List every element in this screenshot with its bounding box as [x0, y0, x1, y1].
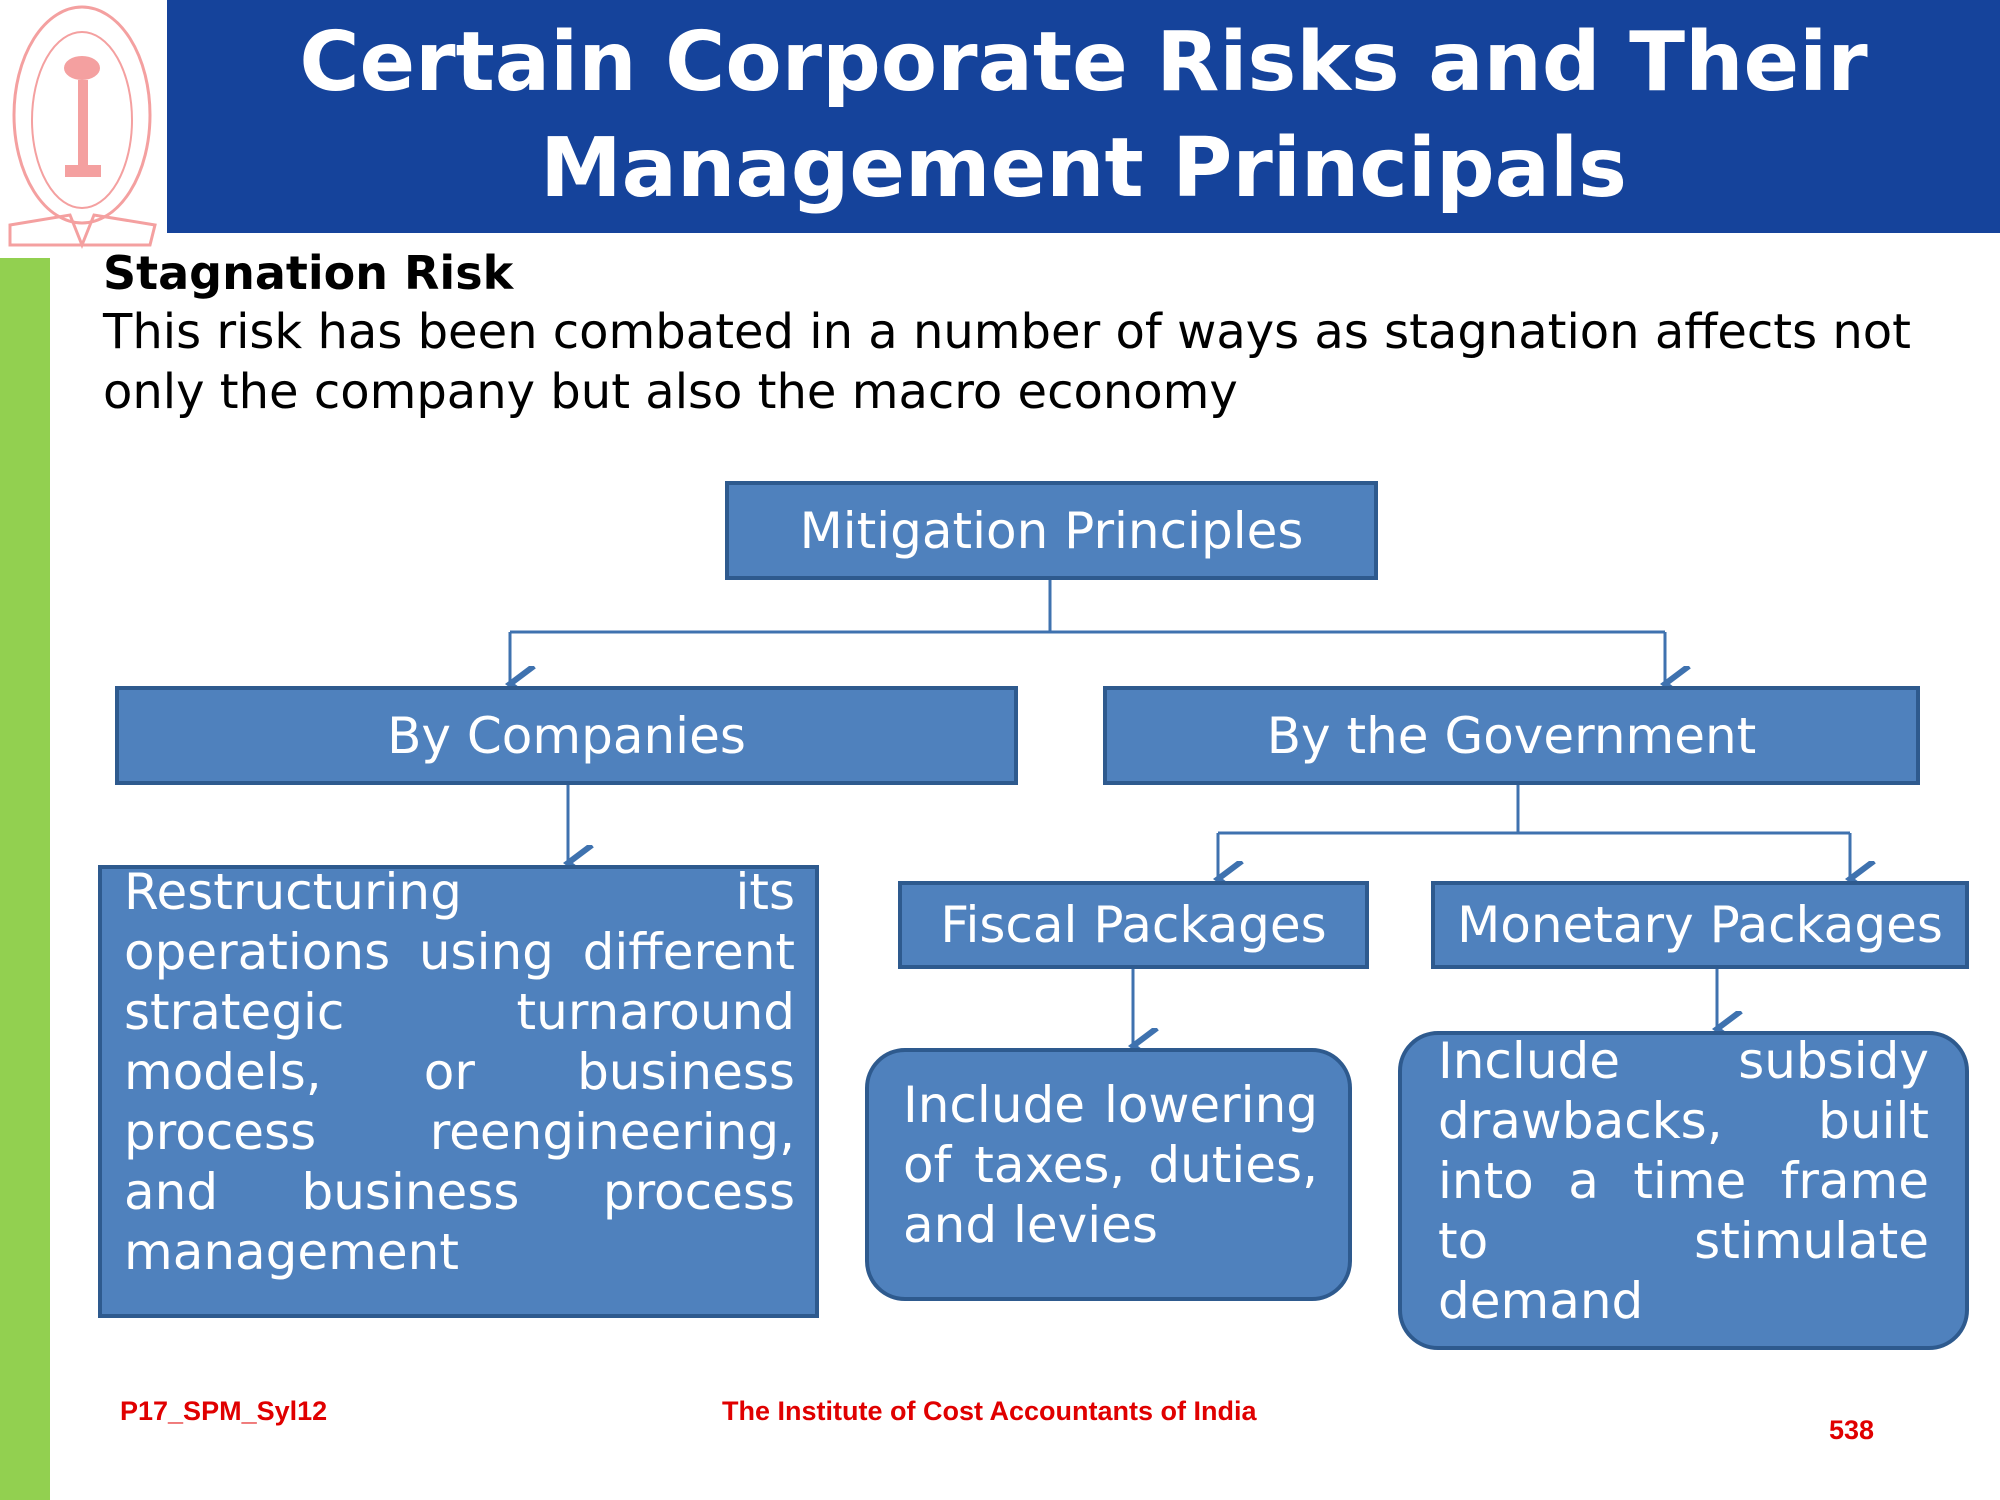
- footer-code: P17_SPM_Syl12: [120, 1396, 328, 1426]
- page-number: 538: [1829, 1415, 1875, 1445]
- fiscal-detail-box: Include lowering of taxes, duties, and l…: [865, 1048, 1352, 1301]
- monetary-detail-box: Include subsidy drawbacks, built into a …: [1398, 1031, 1969, 1350]
- government-label: By the Government: [1266, 706, 1757, 765]
- fiscal-packages-box: Fiscal Packages: [898, 881, 1369, 969]
- companies-label: By Companies: [387, 706, 746, 765]
- title-line-2: Management Principals: [540, 121, 1627, 216]
- companies-detail-box: Restructuring its operations using diffe…: [98, 862, 819, 1318]
- section-body: This risk has been combated in a number …: [103, 304, 1911, 420]
- institute-logo: [0, 0, 165, 255]
- monetary-packages-box: Monetary Packages: [1431, 881, 1969, 969]
- footer-institute: The Institute of Cost Accountants of Ind…: [722, 1396, 1257, 1426]
- by-companies-box: By Companies: [115, 686, 1018, 785]
- companies-detail: Restructuring its operations using diffe…: [124, 862, 795, 1281]
- title-line-1: Certain Corporate Risks and Their: [299, 15, 1868, 110]
- fiscal-detail: Include lowering of taxes, duties, and l…: [903, 1075, 1318, 1254]
- fiscal-label: Fiscal Packages: [940, 896, 1327, 954]
- mitigation-label: Mitigation Principles: [799, 501, 1304, 560]
- by-government-box: By the Government: [1103, 686, 1920, 785]
- accent-bar: [0, 258, 50, 1500]
- mitigation-principles-box: Mitigation Principles: [725, 481, 1378, 580]
- section-heading: Stagnation Risk: [103, 246, 514, 300]
- monetary-detail: Include subsidy drawbacks, built into a …: [1438, 1031, 1929, 1330]
- monetary-label: Monetary Packages: [1457, 896, 1943, 954]
- slide-title: Certain Corporate Risks and Their Manage…: [167, 0, 2000, 233]
